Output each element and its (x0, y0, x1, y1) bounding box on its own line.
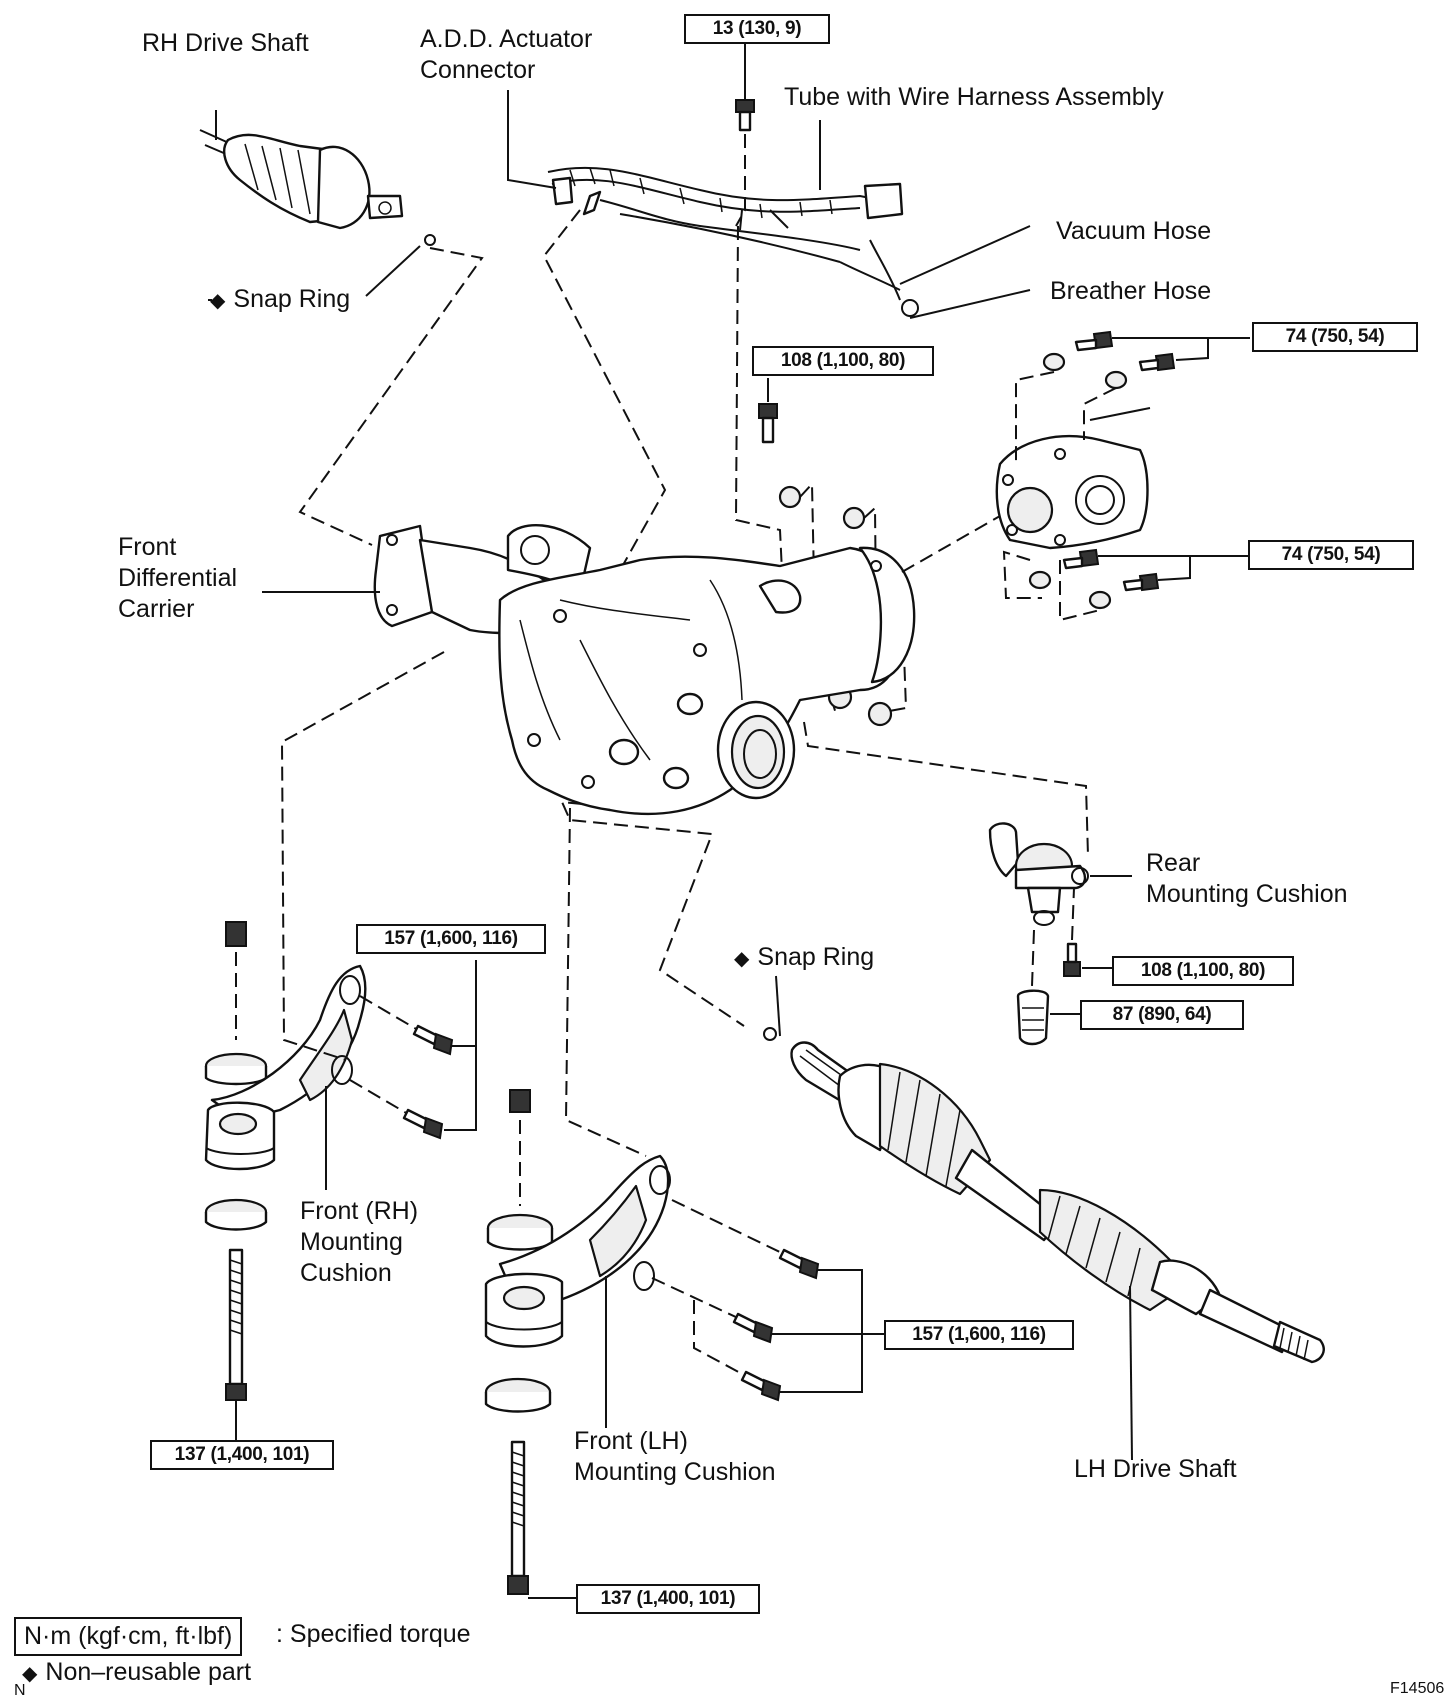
nonreusable-marker-icon: ◆ (210, 290, 226, 312)
lh-drive-shaft-label: LH Drive Shaft (1074, 1455, 1237, 1483)
legend-nonreusable: ◆ Non–reusable part (22, 1657, 251, 1690)
lh-cushion-bolts (651, 1199, 884, 1402)
rh-drive-shaft-label: RH Drive Shaft (142, 29, 309, 57)
legend-torque-unit: N·m (kgf·cm, ft·lbf) (14, 1617, 243, 1656)
breather-hose-label: Breather Hose (1050, 277, 1212, 305)
torque-cover-upper: 74 (750, 54) (1252, 322, 1418, 352)
front-differential-carrier (373, 524, 916, 816)
add-actuator-connector-label: A.D.D. Actuator Connector (420, 25, 593, 84)
torque-rh-stud: 137 (1,400, 101) (150, 1440, 334, 1470)
torque-lh-cushion-bolts: 157 (1,600, 116) (884, 1320, 1074, 1350)
front-lh-mounting-cushion-label: Front (LH) Mounting Cushion (574, 1427, 776, 1486)
snap-ring-mid-label: ◆ Snap Ring (734, 942, 874, 975)
bolt-13 (735, 44, 755, 227)
tube-wire-harness-label: Tube with Wire Harness Assembly (784, 83, 1164, 111)
torque-cover-lower: 74 (750, 54) (1248, 540, 1414, 570)
front-differential-carrier-label: Front Differential Carrier (118, 533, 238, 623)
nonreusable-marker-icon: ◆ (22, 1663, 38, 1685)
snap-ring-mid-text: Snap Ring (757, 943, 875, 971)
front-rh-mounting-cushion-part (204, 921, 367, 1440)
upper-right-fasteners (1015, 330, 1250, 464)
front-rh-mounting-cushion-label: Front (RH) Mounting Cushion (300, 1197, 419, 1287)
footer-left-code: N (14, 1682, 26, 1699)
torque-rear-cushion-bolt: 108 (1,100, 80) (1112, 956, 1294, 986)
nonreusable-marker-icon: ◆ (734, 948, 750, 970)
rear-cover-housing (995, 407, 1151, 550)
lower-right-fasteners (1002, 548, 1248, 622)
legend-nonreusable-text: Non–reusable part (45, 1658, 252, 1686)
rh-drive-shaft (199, 129, 436, 246)
torque-rear-cushion-nut: 87 (890, 64) (1080, 1000, 1244, 1030)
torque-rh-cushion-bolts: 157 (1,600, 116) (356, 924, 546, 954)
snap-ring-top-label: ◆ Snap Ring (210, 284, 350, 317)
rear-mounting-cushion-label: Rear Mounting Cushion (1146, 849, 1348, 908)
torque-bolt-top: 13 (130, 9) (684, 14, 830, 44)
torque-lh-stud: 137 (1,400, 101) (576, 1584, 760, 1614)
figure-id: F14506 (1390, 1680, 1445, 1697)
torque-carrier-bolt: 108 (1,100, 80) (752, 346, 934, 376)
lh-drive-shaft (790, 1041, 1325, 1364)
front-lh-mounting-cushion-part (484, 1089, 671, 1599)
bolt-108-upper (758, 378, 778, 444)
tube-wire-harness (547, 166, 919, 317)
vacuum-hose-label: Vacuum Hose (1056, 217, 1212, 245)
rh-cushion-bolts (349, 960, 477, 1140)
legend-torque-desc: : Specified torque (276, 1620, 471, 1648)
rear-mounting-cushion-part (988, 822, 1132, 1046)
snap-ring-top-text: Snap Ring (233, 285, 351, 313)
